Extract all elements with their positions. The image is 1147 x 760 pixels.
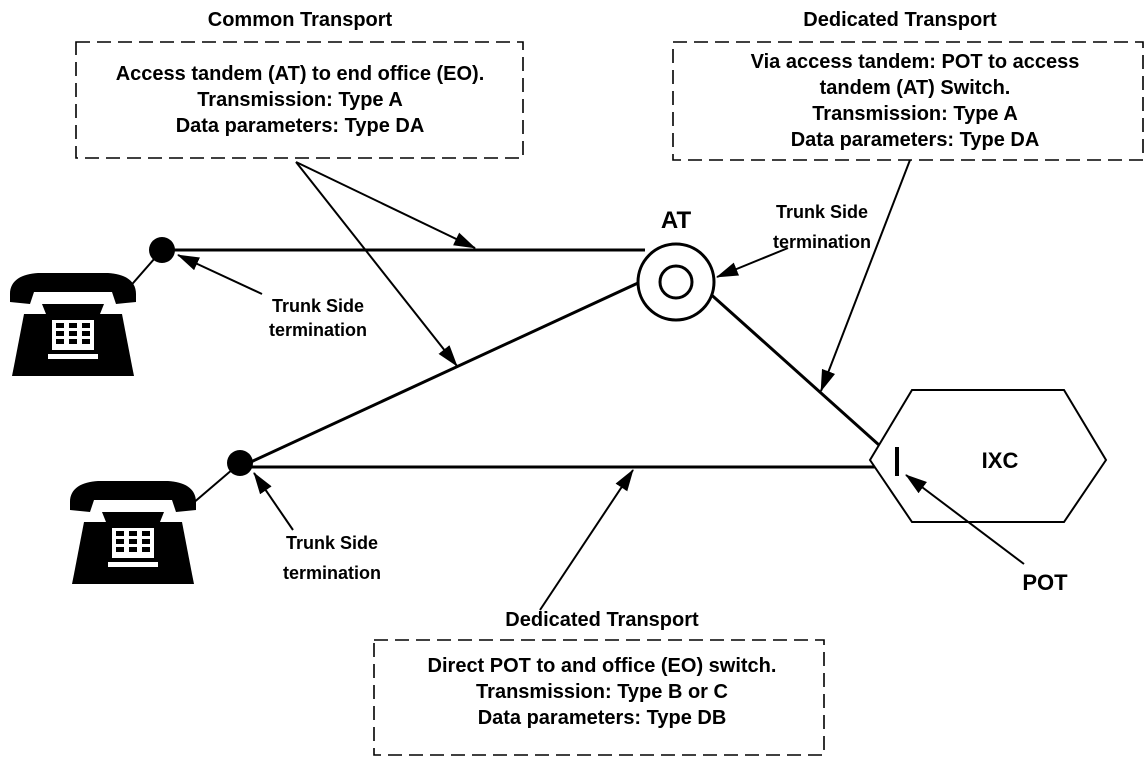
- common-transport-arrow-lower: [295, 161, 458, 367]
- dedicated-transport-top-heading: Dedicated Transport: [803, 9, 997, 31]
- dedicated-transport-bottom-line-1: Direct POT to and office (EO) switch.: [428, 655, 777, 677]
- dedicated-transport-bottom-box: [373, 639, 825, 756]
- common-transport-arrow-upper: [295, 161, 476, 249]
- trunk-side-lower-left-label-2: termination: [283, 563, 381, 583]
- trunk-side-upper-left-label-2: termination: [269, 320, 367, 340]
- dedicated-transport-top-line-3: Transmission: Type A: [812, 103, 1018, 125]
- common-transport-line-3: Data parameters: Type DA: [176, 115, 425, 137]
- upper-telephone-icon: [10, 273, 136, 376]
- pot-arrow: [905, 474, 1025, 565]
- trunk-side-at-label-2: termination: [773, 232, 871, 252]
- dedicated-transport-bottom-group: Dedicated Transport Direct POT to and of…: [373, 609, 825, 756]
- pot-label: POT: [1022, 570, 1068, 595]
- common-transport-line-1: Access tandem (AT) to end office (EO).: [116, 63, 485, 85]
- dedicated-transport-top-line-2: tandem (AT) Switch.: [820, 77, 1011, 99]
- trunk-side-lower-left-label-1: Trunk Side: [286, 533, 378, 553]
- trunk-side-upper-left-label-1: Trunk Side: [272, 296, 364, 316]
- trunk-side-upper-left-arrow: [177, 254, 263, 295]
- dedicated-transport-top-box: [672, 41, 1144, 161]
- at-label: AT: [661, 207, 692, 234]
- trunk-side-at-label-1: Trunk Side: [776, 202, 868, 222]
- common-transport-line-2: Transmission: Type A: [197, 89, 403, 111]
- dedicated-transport-top-group: Dedicated Transport Via access tandem: P…: [672, 9, 1144, 161]
- common-transport-heading: Common Transport: [208, 9, 393, 31]
- dedicated-transport-top-line-1: Via access tandem: POT to access: [751, 51, 1080, 73]
- dedicated-transport-bottom-arrow: [539, 469, 634, 611]
- access-tandem-node: [636, 242, 716, 322]
- dedicated-transport-bottom-line-3: Data parameters: Type DB: [478, 707, 727, 729]
- dedicated-transport-top-arrow: [820, 159, 911, 392]
- common-transport-group: Common Transport Access tandem (AT) to e…: [75, 9, 524, 159]
- at-inner-circle: [658, 264, 694, 300]
- dedicated-transport-bottom-line-2: Transmission: Type B or C: [476, 681, 728, 703]
- dedicated-transport-top-line-4: Data parameters: Type DA: [791, 129, 1040, 151]
- at-to-ixc-line: [704, 288, 900, 464]
- lower-telephone-icon: [70, 481, 196, 584]
- trunk-side-lower-left-arrow: [253, 472, 294, 531]
- lower-eo-to-at-line: [239, 281, 639, 469]
- dedicated-transport-bottom-heading: Dedicated Transport: [505, 609, 699, 631]
- trunk-side-at-arrow: [716, 247, 789, 278]
- common-transport-box: [75, 41, 524, 159]
- ixc-hexagon: [868, 389, 1108, 523]
- ixc-label: IXC: [982, 448, 1019, 473]
